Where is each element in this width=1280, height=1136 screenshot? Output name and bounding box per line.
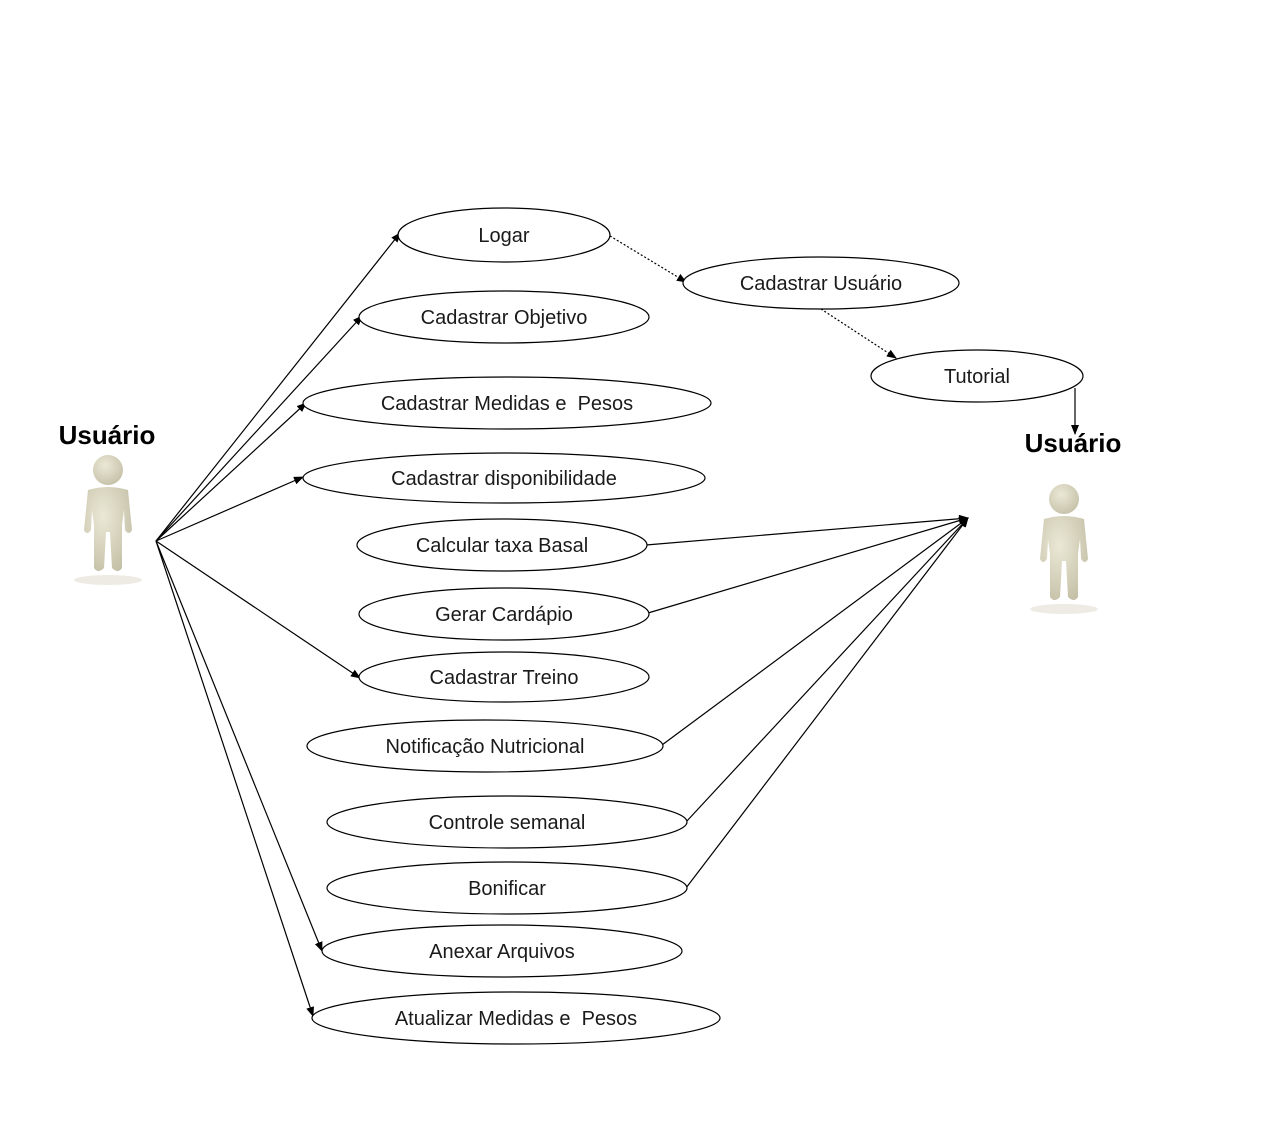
- use-case-anexar-arquivos[interactable]: Anexar Arquivos: [321, 924, 683, 978]
- relations-layer: [155, 232, 1079, 1017]
- relation-gerar-cardapio-to-actor-right: [647, 516, 969, 614]
- use-case-label: Notificação Nutricional: [386, 736, 585, 758]
- relation-calcular-taxa-to-actor-right: [645, 514, 969, 546]
- use-case-label: Cadastrar Objetivo: [421, 307, 588, 329]
- use-case-cadastrar-treino[interactable]: Cadastrar Treino: [358, 651, 650, 703]
- use-case-label: Gerar Cardápio: [435, 604, 573, 626]
- use-case-label: Cadastrar Treino: [430, 667, 579, 689]
- use-case-controle-semanal[interactable]: Controle semanal: [326, 795, 688, 849]
- relation-actor-left-to-atualizar-medidas: [155, 540, 314, 1017]
- relation-actor-left-to-logar: [155, 232, 401, 542]
- use-case-label: Logar: [478, 225, 529, 247]
- relation-notificacao-to-actor-right: [661, 517, 969, 746]
- relation-actor-left-to-cadastrar-medidas: [155, 402, 307, 542]
- person-figure-icon: [1030, 484, 1098, 614]
- use-case-atualizar-medidas[interactable]: Atualizar Medidas e Pesos: [311, 991, 721, 1045]
- use-case-label: Anexar Arquivos: [429, 941, 575, 963]
- person-figure-icon: [74, 455, 142, 585]
- use-case-cadastrar-usuario[interactable]: Cadastrar Usuário: [682, 256, 960, 310]
- use-case-label: Bonificar: [468, 878, 546, 900]
- use-case-label: Controle semanal: [429, 812, 586, 834]
- use-case-tutorial[interactable]: Tutorial: [870, 349, 1084, 403]
- use-case-gerar-cardapio[interactable]: Gerar Cardápio: [358, 587, 650, 641]
- use-case-bonificar[interactable]: Bonificar: [326, 861, 688, 915]
- relation-actor-left-to-cadastrar-disponibilidade: [155, 476, 304, 542]
- actor-left[interactable]: Usuário: [59, 420, 156, 585]
- relation-logar-to-cadastrar-usuario: [609, 235, 687, 283]
- relation-actor-left-to-cadastrar-objetivo: [155, 315, 363, 542]
- actor-right[interactable]: Usuário: [1025, 428, 1122, 614]
- use-case-cadastrar-objetivo[interactable]: Cadastrar Objetivo: [358, 290, 650, 344]
- use-case-cadastrar-disponibilidade[interactable]: Cadastrar disponibilidade: [302, 452, 706, 504]
- actor-name: Usuário: [1025, 428, 1122, 458]
- use-case-cadastrar-medidas[interactable]: Cadastrar Medidas e Pesos: [302, 376, 712, 430]
- relation-bonificar-to-actor-right: [685, 517, 969, 889]
- use-case-label: Atualizar Medidas e Pesos: [395, 1008, 637, 1030]
- relation-controle-semanal-to-actor-right: [685, 517, 969, 823]
- relation-actor-left-to-anexar-arquivos: [155, 540, 323, 952]
- relation-actor-left-to-cadastrar-treino: [155, 540, 361, 679]
- use-case-notificacao-nutricional[interactable]: Notificação Nutricional: [306, 719, 664, 773]
- use-case-calcular-taxa[interactable]: Calcular taxa Basal: [356, 518, 648, 572]
- use-case-label: Tutorial: [944, 366, 1010, 388]
- use-case-label: Cadastrar Medidas e Pesos: [381, 393, 633, 415]
- use-case-label: Calcular taxa Basal: [416, 535, 588, 557]
- relation-cadastrar-usuario-to-tutorial: [820, 308, 897, 359]
- use-case-logar[interactable]: Logar: [397, 207, 611, 263]
- actor-name: Usuário: [59, 420, 156, 450]
- use-case-label: Cadastrar disponibilidade: [391, 468, 617, 490]
- use-case-label: Cadastrar Usuário: [740, 273, 902, 295]
